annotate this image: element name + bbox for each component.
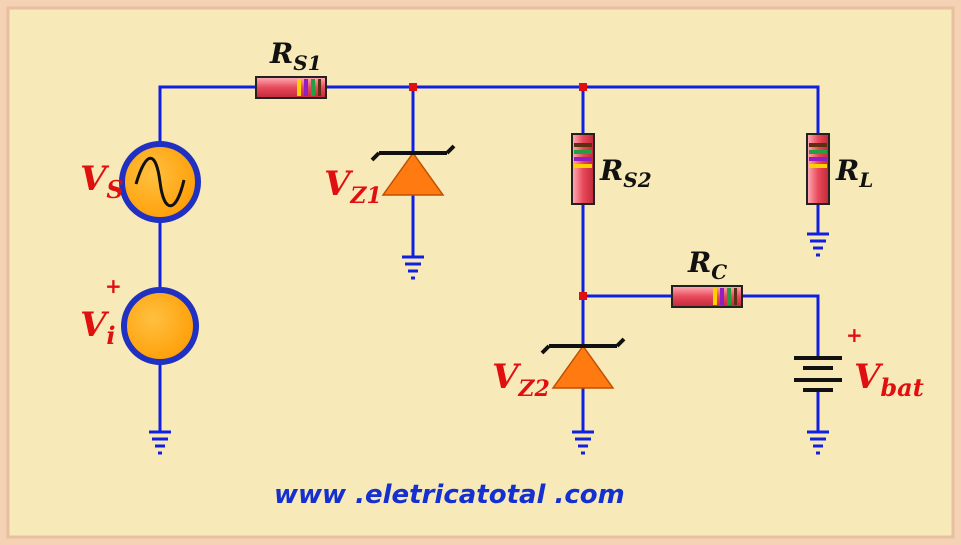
zener-diode-vz1 (370, 144, 456, 196)
label-vz2: VZ2 (492, 357, 550, 402)
dc-source-vi (121, 287, 199, 365)
label-rs2: RS2 (599, 154, 652, 192)
ground-icon (402, 255, 424, 280)
label-rc: RC (687, 246, 727, 284)
zener-diode-vz2 (540, 337, 626, 389)
battery-vbat (794, 356, 842, 392)
ground-icon (149, 430, 171, 455)
ground-icon (572, 430, 594, 455)
label-vz1: VZ1 (324, 164, 382, 209)
resistor-rl (806, 133, 830, 205)
sine-wave-icon (134, 156, 186, 208)
label-vi: Vi (80, 305, 116, 350)
website-url: www .eletricatotal .com (274, 480, 625, 510)
ground-icon (807, 430, 829, 455)
resistor-rs1 (255, 76, 327, 99)
junction-dot-rs2 (579, 83, 587, 91)
resistor-rc (671, 285, 743, 308)
junction-dot-vz1 (409, 83, 417, 91)
plus-sign-vi: + (105, 274, 122, 298)
label-vbat: Vbat (854, 357, 924, 402)
label-rs1: RS1 (269, 37, 322, 75)
ground-icon (807, 232, 829, 257)
plus-sign-vbat: + (846, 323, 863, 347)
resistor-rs2 (571, 133, 595, 205)
background-panel (6, 6, 955, 539)
ac-source-vs (119, 141, 201, 223)
label-vs: VS (80, 159, 124, 204)
label-rl: RL (835, 154, 873, 192)
junction-dot-rc (579, 292, 587, 300)
